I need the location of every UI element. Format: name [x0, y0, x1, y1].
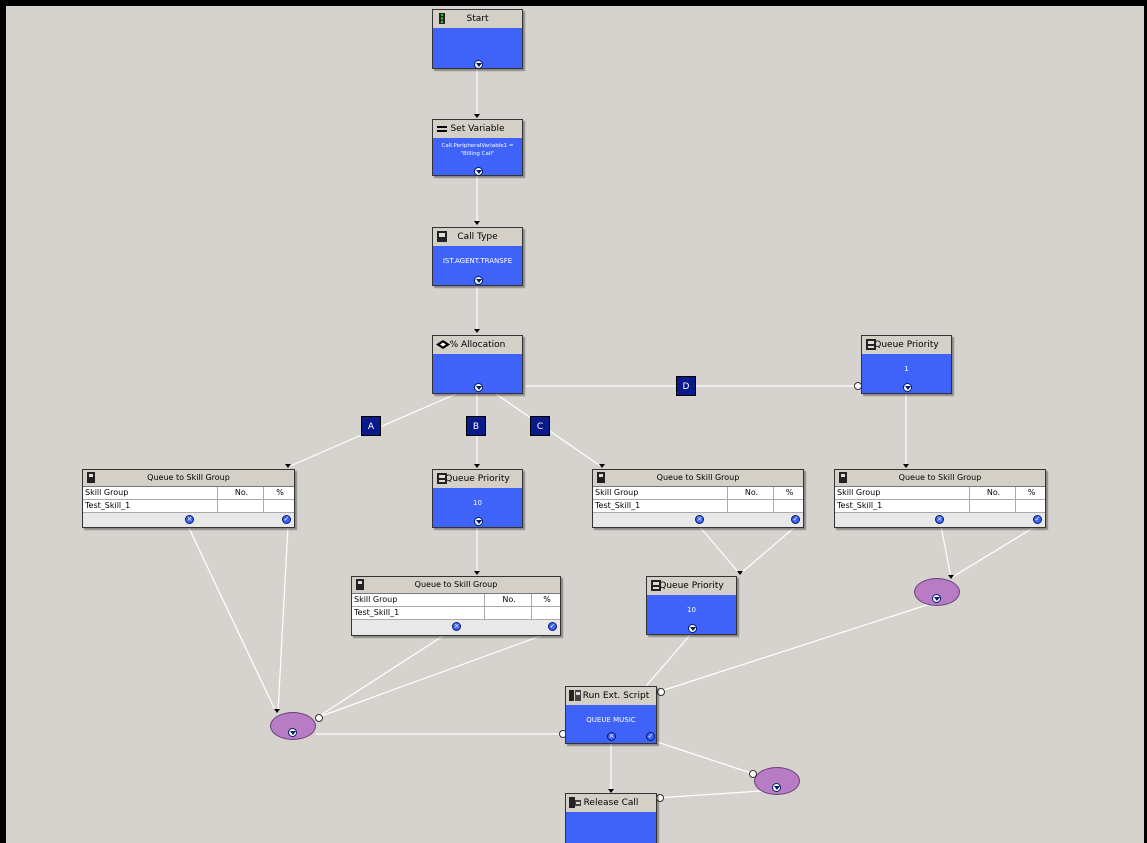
branch-label-b[interactable]: B — [466, 416, 486, 436]
branch-label-a[interactable]: A — [361, 416, 381, 436]
qsg-b-col-skill-group: Skill Group — [352, 594, 485, 606]
run-ext-script-value: QUEUE MUSIC — [586, 716, 636, 724]
connector-bottom-input[interactable] — [749, 770, 757, 778]
set-variable-value: "Billing Call" — [460, 151, 495, 157]
qsg-d-title: Queue to Skill Group — [898, 473, 982, 482]
branch-label-c[interactable]: C — [530, 416, 550, 436]
release-call-node[interactable]: Release Call — [565, 793, 657, 843]
script-icon — [569, 690, 581, 701]
branch-label-d[interactable]: D — [676, 376, 696, 396]
qsg-a-col-no: No. — [218, 487, 264, 499]
qsg-c-col-pct: % — [785, 488, 794, 497]
run-ext-script-title: Run Ext. Script — [582, 691, 650, 701]
equals-icon — [437, 126, 447, 132]
qsg-d-col-no: No. — [970, 487, 1016, 499]
qsg-a-col-pct: % — [276, 488, 284, 497]
release-icon — [569, 797, 581, 808]
start-node-title: Start — [466, 14, 489, 24]
set-variable-output-icon[interactable] — [474, 167, 483, 176]
run-ext-script-failure-icon[interactable]: × — [607, 732, 616, 741]
queue-priority-b-value: 10 — [473, 499, 482, 507]
queue-priority-c-output-icon[interactable] — [688, 624, 697, 633]
release-call-title: Release Call — [583, 798, 639, 808]
phone-icon — [437, 231, 447, 242]
qsg-b-skill: Test_Skill_1 — [352, 607, 485, 619]
phone-handset-icon — [597, 472, 605, 483]
qsg-d-col-pct: % — [1027, 488, 1036, 497]
queue-priority-b-output-icon[interactable] — [474, 517, 483, 526]
queue-priority-icon — [866, 339, 876, 350]
connector-left-input[interactable] — [315, 714, 323, 722]
qsg-b-success-icon[interactable]: ✓ — [548, 622, 557, 631]
connector-node-left[interactable] — [270, 712, 316, 740]
qsg-c-failure-icon[interactable]: × — [695, 515, 704, 524]
allocation-node[interactable]: % Allocation — [432, 335, 523, 394]
allocation-output-icon[interactable] — [474, 383, 483, 392]
qsg-d-col-skill-group: Skill Group — [835, 487, 970, 499]
qsg-a-failure-icon[interactable]: × — [185, 515, 194, 524]
qsg-d-success-icon[interactable]: ✓ — [1033, 515, 1042, 524]
queue-priority-icon — [437, 473, 447, 484]
phone-handset-icon — [87, 472, 95, 483]
queue-priority-icon — [651, 580, 661, 591]
run-ext-script-success-icon[interactable]: ✓ — [646, 732, 655, 741]
queue-priority-top-output-icon[interactable] — [903, 383, 912, 392]
qsg-a-col-skill-group: Skill Group — [83, 487, 218, 499]
release-call-input[interactable] — [656, 794, 664, 802]
call-type-value: IST.AGENT.TRANSFE — [442, 257, 513, 265]
qsg-c-success-icon[interactable]: ✓ — [791, 515, 800, 524]
set-variable-node[interactable]: Set Variable Call.PeripheralVariable1 = … — [432, 119, 523, 176]
connector-right-output-icon[interactable] — [932, 594, 941, 603]
qsg-d-failure-icon[interactable]: × — [935, 515, 944, 524]
queue-priority-b-title: Queue Priority — [445, 474, 510, 484]
phone-handset-icon — [356, 579, 364, 590]
qsg-a-title: Queue to Skill Group — [147, 473, 230, 482]
qsg-d-skill: Test_Skill_1 — [835, 500, 970, 512]
queue-priority-c-value: 10 — [687, 606, 696, 614]
qsg-c-col-no: No. — [728, 487, 774, 499]
queue-priority-b-node[interactable]: Queue Priority 10 — [432, 469, 523, 528]
connector-node-right[interactable] — [914, 578, 960, 606]
queue-priority-c-title: Queue Priority — [659, 581, 724, 591]
connector-bottom-output-icon[interactable] — [772, 783, 781, 792]
phone-handset-icon — [839, 472, 847, 483]
qsg-b-failure-icon[interactable]: × — [452, 622, 461, 631]
qsg-b-col-no: No. — [485, 594, 532, 606]
run-ext-script-node[interactable]: Run Ext. Script QUEUE MUSIC × ✓ — [565, 686, 657, 744]
set-variable-title: Set Variable — [450, 124, 505, 134]
connector-left-output-icon[interactable] — [288, 728, 297, 737]
queue-priority-c-node[interactable]: Queue Priority 10 — [646, 576, 737, 635]
qsg-b-col-pct: % — [543, 595, 551, 604]
diamond-arrows-icon — [436, 340, 450, 349]
allocation-title: % Allocation — [449, 340, 506, 350]
start-output-icon[interactable] — [474, 60, 483, 69]
queue-priority-top-value: 1 — [904, 365, 909, 373]
call-type-node[interactable]: Call Type IST.AGENT.TRANSFE — [432, 227, 523, 286]
qsg-c-col-skill-group: Skill Group — [593, 487, 728, 499]
qsg-c-skill: Test_Skill_1 — [593, 500, 728, 512]
connector-node-bottom[interactable] — [754, 767, 800, 795]
qsg-b-title: Queue to Skill Group — [414, 580, 498, 589]
call-type-output-icon[interactable] — [474, 276, 483, 285]
set-variable-expression: Call.PeripheralVariable1 = — [441, 143, 514, 149]
qsg-a-skill: Test_Skill_1 — [83, 500, 218, 512]
start-node[interactable]: Start — [432, 9, 523, 69]
call-type-title: Call Type — [457, 232, 498, 242]
run-ext-script-input-right[interactable] — [657, 688, 665, 696]
traffic-light-icon — [439, 13, 445, 24]
queue-priority-top-title: Queue Priority — [874, 340, 939, 350]
queue-priority-top-node[interactable]: Queue Priority 1 — [861, 335, 952, 394]
qsg-c-title: Queue to Skill Group — [656, 473, 740, 482]
qsg-a-success-icon[interactable]: ✓ — [282, 515, 291, 524]
